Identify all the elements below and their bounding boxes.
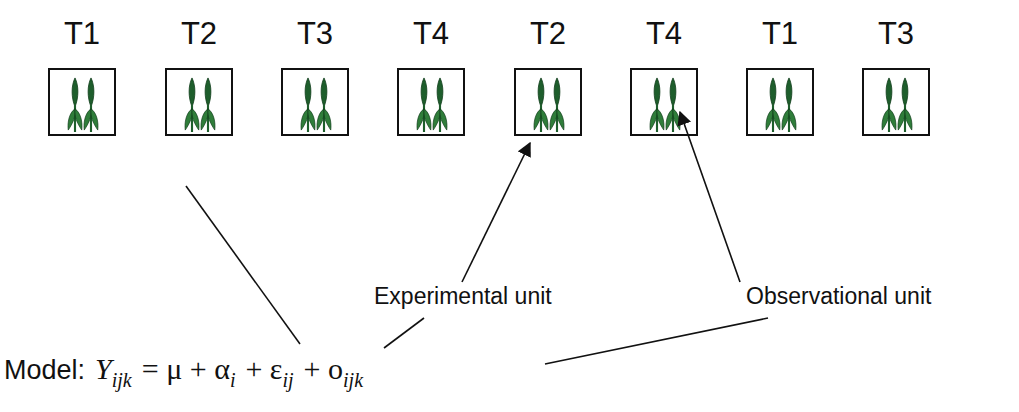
subscript: ij [282,369,293,392]
subscript: ijk [343,369,363,392]
model-word: Model: [4,355,85,386]
operator-term: + ε [245,352,282,386]
plot-box: T3 [281,68,349,136]
operator-term: + o [304,352,343,386]
plot-box: T4 [397,68,465,136]
plot-box: T1 [48,68,116,136]
treatment-label: T2 [181,18,217,49]
plot-box: T2 [165,68,233,136]
subscript: ijk [112,369,132,392]
model-equation: Model:Yijk= μ + αi+ εij+ oijk [4,352,371,386]
leader-lines [186,112,768,364]
observational-unit-label: Observational unit [744,284,933,309]
treatment-label: T1 [762,18,798,49]
experimental-unit-label: Experimental unit [372,284,554,309]
plants [68,78,912,132]
treatment-label: T2 [530,18,566,49]
symbol: Y [95,352,112,386]
plot-box: T4 [630,68,698,136]
treatment-label: T4 [413,18,449,49]
subscript: i [230,369,236,392]
treatment-label: T1 [64,18,100,49]
plot-box: T2 [514,68,582,136]
plot-box: T3 [862,68,930,136]
treatment-label: T3 [297,18,333,49]
operator-term: = μ + α [142,352,230,386]
treatment-label: T3 [878,18,914,49]
treatment-label: T4 [646,18,682,49]
plot-box: T1 [746,68,814,136]
